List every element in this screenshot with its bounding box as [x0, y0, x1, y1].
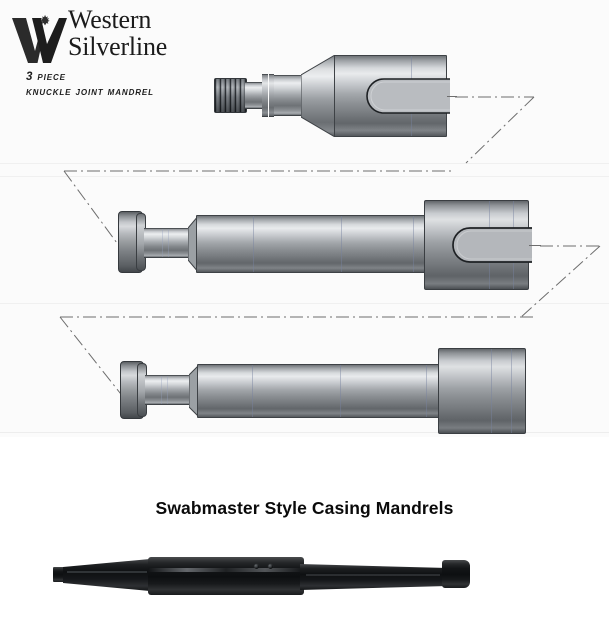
pin-neck: [245, 82, 264, 109]
slot-centerline: [529, 245, 541, 246]
scan-seam-line: [0, 432, 609, 433]
slot-centerline: [447, 96, 457, 97]
shoulder-ring-2: [269, 74, 274, 117]
drawing-subtitle-line-2: Knuckle Joint Mandrel: [26, 86, 154, 98]
brand-block: Western Silverline: [8, 4, 218, 68]
brand-wordmark: Western Silverline: [68, 6, 167, 60]
shoulder-ring-1: [262, 74, 268, 117]
mid-shaft: [300, 564, 448, 590]
brand-line-2: Silverline: [68, 32, 168, 61]
box-slot: [452, 227, 532, 263]
thick-body: [148, 557, 304, 595]
reduced-neck: [145, 375, 192, 405]
product-photograph: [0, 540, 609, 625]
scan-seam-line: [0, 176, 609, 177]
drawing-subtitle: 3 Piece Knuckle Joint Mandrel: [26, 70, 154, 100]
scan-seam-line: [0, 163, 609, 164]
square-drive-nut: [53, 567, 65, 582]
mandrel-body: [196, 215, 428, 273]
side-port: [268, 564, 273, 569]
pin-barrel: [274, 75, 303, 116]
maple-leaf-w-logo-icon: [10, 14, 72, 64]
box-slot: [366, 78, 450, 114]
scan-seam-line: [0, 303, 609, 304]
tapered-shank: [63, 559, 150, 591]
side-port: [254, 564, 259, 569]
technical-drawing-panel: Western Silverline 3 Piece Knuckle Joint…: [0, 4, 609, 434]
threaded-pin: [214, 78, 247, 113]
page-title: Swabmaster Style Casing Mandrels: [155, 498, 454, 518]
leader-lines: [59, 96, 601, 399]
reduced-neck: [144, 228, 192, 258]
brand-line-1: Western: [68, 5, 152, 34]
taper-shoulder: [301, 55, 336, 137]
mandrel-body: [197, 364, 442, 418]
plain-box-body: [438, 348, 526, 434]
drawing-subtitle-line-1: 3 Piece: [26, 71, 66, 83]
bell-collar-end: [442, 560, 470, 588]
